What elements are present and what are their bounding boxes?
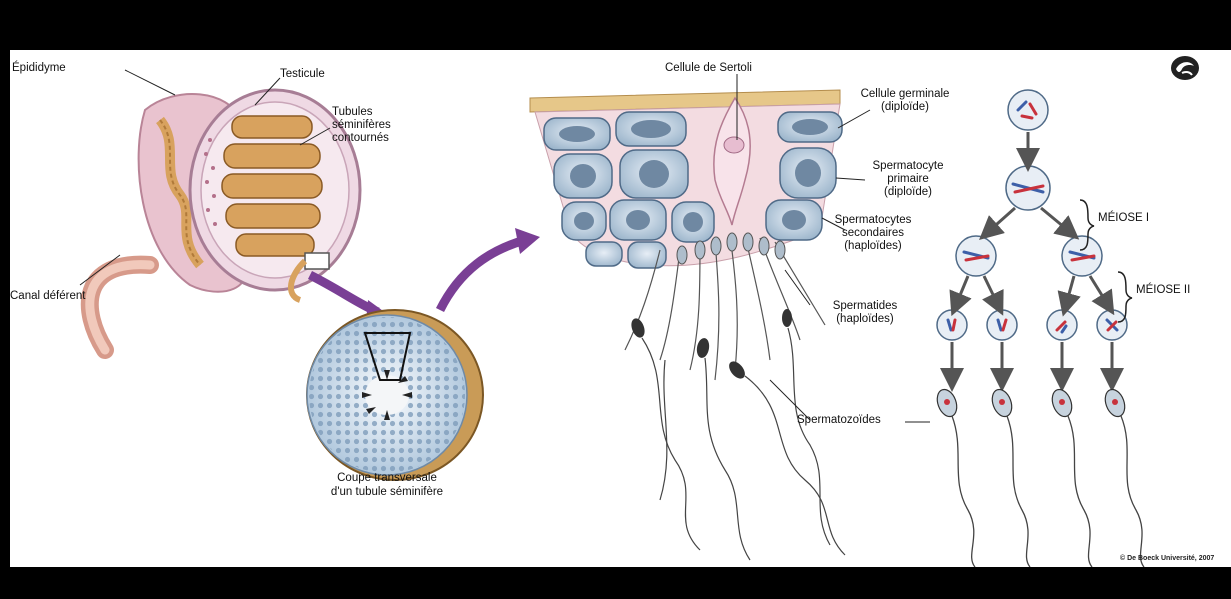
label-sertoli: Cellule de Sertoli (665, 62, 752, 75)
label-spermatides-2: (haploïdes) (815, 313, 915, 326)
label-coupe-2: d'un tubule séminifère (317, 486, 457, 499)
label-spermatocyte-1: Spermatocyte (858, 160, 958, 173)
label-tubules-2: séminifères (332, 119, 391, 132)
arrow-to-wall-detail (440, 240, 525, 310)
publisher-logo-icon (1170, 55, 1200, 81)
label-secondaires-1: Spermatocytes (818, 214, 928, 227)
label-coupe-1: Coupe transversale (322, 472, 452, 485)
label-germinale-2: (diploïde) (845, 101, 965, 114)
label-spermatocyte-3: (diploïde) (858, 186, 958, 199)
label-tubules-3: contournés (332, 132, 389, 145)
label-spermatides-1: Spermatides (815, 300, 915, 313)
diagram-canvas: Épididyme Testicule Tubules séminifères … (10, 50, 1231, 567)
meiosis-tree (937, 90, 1132, 380)
label-testicule: Testicule (280, 68, 325, 81)
mature-spermatozoa (905, 387, 1144, 567)
label-germinale-1: Cellule germinale (845, 88, 965, 101)
label-spermatozoides: Spermatozoïdes (797, 414, 881, 427)
label-canal-deferent: Canal déférent (10, 290, 85, 303)
label-spermatocyte-2: primaire (858, 173, 958, 186)
tubule-cross-section (307, 310, 483, 480)
label-tubules-1: Tubules (332, 106, 373, 119)
label-meiose-1: MÉIOSE I (1098, 212, 1149, 225)
seminiferous-wall-detail (530, 90, 845, 560)
testis-illustration (90, 90, 360, 350)
label-epididyme: Épididyme (12, 62, 66, 75)
diagram-illustration (10, 50, 1231, 567)
label-secondaires-2: secondaires (818, 227, 928, 240)
label-meiose-2: MÉIOSE II (1136, 284, 1190, 297)
label-secondaires-3: (haploïdes) (818, 240, 928, 253)
copyright-notice: © De Boeck Université, 2007 (1120, 555, 1214, 562)
